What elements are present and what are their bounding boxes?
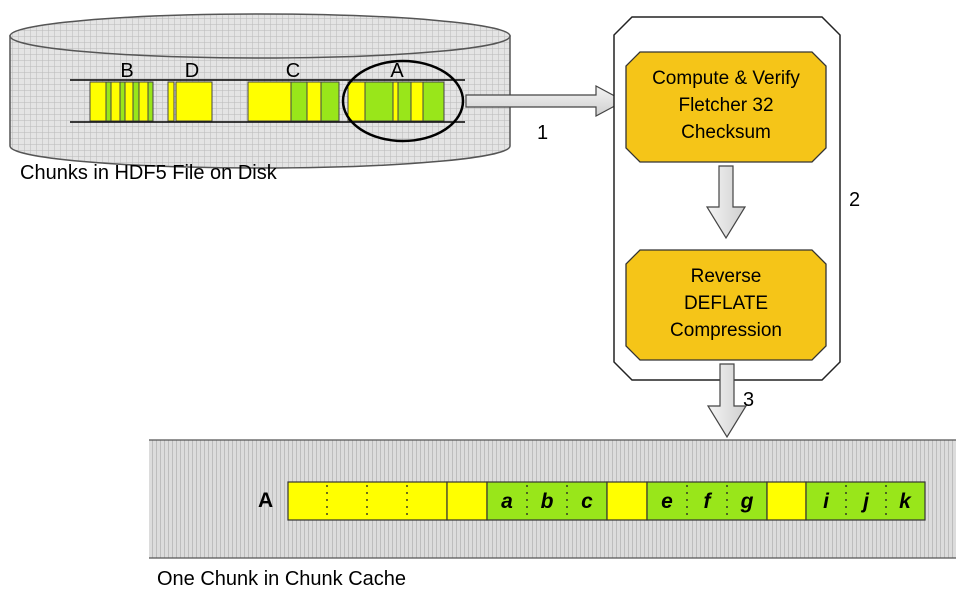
disk-chunks [89,81,445,122]
disk-block [410,81,424,122]
checksum-line-2: Fletcher 32 [678,95,773,116]
element-j: j [860,490,870,513]
disk-block [175,81,213,122]
disk-block [138,81,149,122]
cache-cell [606,481,648,521]
chunk-label-d: D [185,60,199,82]
decompress-line-3: Compression [670,320,782,341]
decompress-line-1: Reverse [691,266,762,287]
cache-cell [766,481,807,521]
cache-caption: One Chunk in Chunk Cache [157,568,406,590]
decompress-box [625,249,827,361]
arrow-3 [706,363,748,439]
disk-block [347,81,366,122]
cache-cell [646,481,768,521]
disk-block [110,81,121,122]
element-k: k [899,490,912,513]
disk-block [247,81,292,122]
disk-block [306,81,322,122]
disk-block [124,81,134,122]
element-b: b [541,490,554,513]
disk-block [132,81,140,122]
checksum-line-3: Checksum [681,122,771,143]
disk-block [89,81,107,122]
element-e: e [661,490,673,513]
element-f: f [704,490,713,513]
element-a: a [501,490,513,513]
disk-caption: Chunks in HDF5 File on Disk [20,162,278,184]
disk-block [320,81,340,122]
element-i: i [823,490,830,513]
arrow-1 [465,84,626,118]
disk-block [290,81,308,122]
checksum-line-1: Compute & Verify [652,68,800,89]
chunk-a-highlight [341,59,465,143]
cache-row-label: A [258,489,273,512]
disk-block [105,81,112,122]
disk-block [167,81,175,122]
cache-cell [446,481,488,521]
step-3-label: 3 [743,389,754,411]
disk-block [392,81,399,122]
disk-block [119,81,126,122]
chunk-label-c: C [286,60,300,82]
cache-cell [486,481,608,521]
disk-block [422,81,445,122]
cache-chunk-row [287,481,926,521]
step-2-label: 2 [849,189,860,211]
step-1-label: 1 [537,122,548,144]
disk-block [147,81,154,122]
element-c: c [581,490,593,513]
chunk-label-b: B [120,60,133,82]
decompress-line-2: DEFLATE [684,293,768,314]
disk-block [397,81,412,122]
cache-cell [805,481,926,521]
chunk-label-a: A [390,60,404,82]
disk-block [364,81,394,122]
element-g: g [740,490,754,513]
arrow-internal [705,165,747,240]
checksum-box [625,51,827,163]
